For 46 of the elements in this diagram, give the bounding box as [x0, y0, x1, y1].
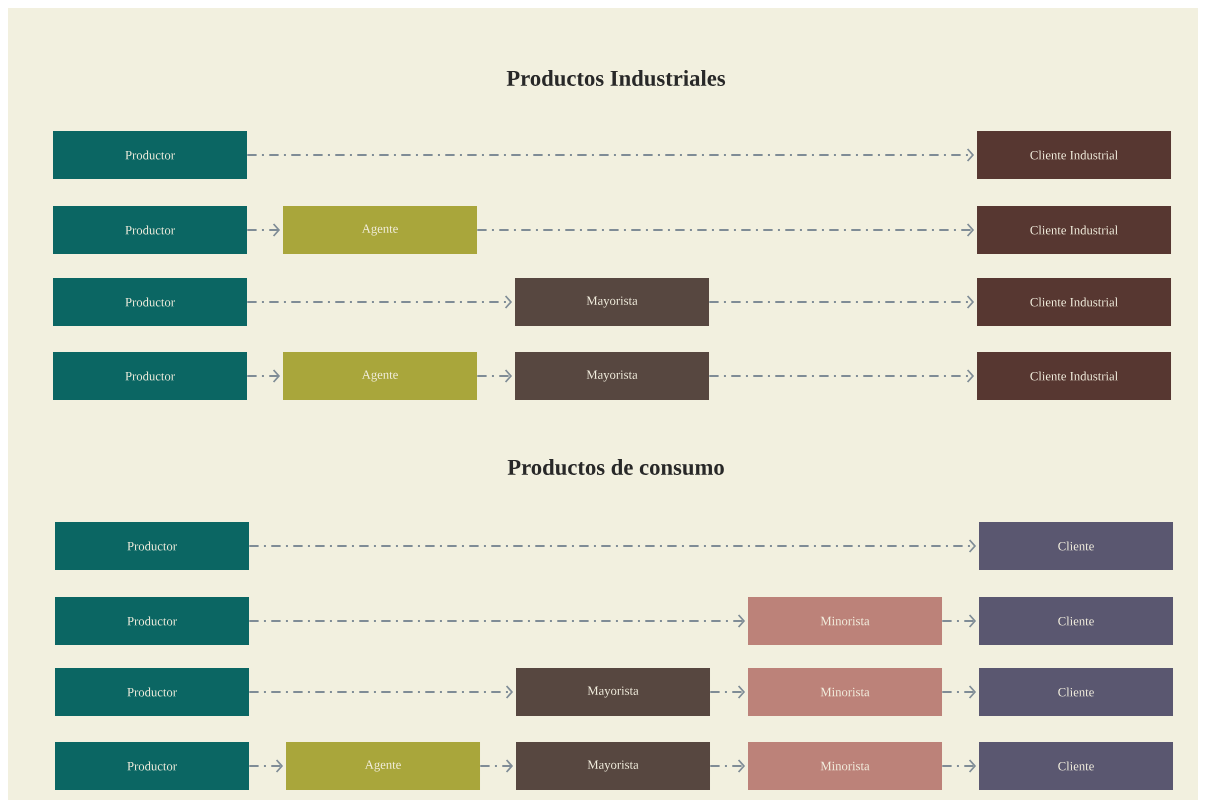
- arrow: [942, 685, 977, 699]
- channel-box: Productor: [55, 668, 249, 716]
- channel-box: Minorista: [748, 597, 942, 645]
- arrow: [249, 685, 514, 699]
- channel-box: Mayorista: [515, 278, 709, 326]
- channel-box: Productor: [55, 742, 249, 790]
- channel-box: Agente: [286, 742, 480, 790]
- arrow: [249, 759, 284, 773]
- arrow: [477, 223, 975, 237]
- channel-box: Minorista: [748, 668, 942, 716]
- channel-box: Productor: [53, 131, 247, 179]
- channel-box: Minorista: [748, 742, 942, 790]
- channel-box: Cliente Industrial: [977, 206, 1171, 254]
- arrow: [709, 369, 975, 383]
- channel-box: Mayorista: [516, 668, 710, 716]
- arrow: [477, 369, 513, 383]
- channel-box: Cliente: [979, 668, 1173, 716]
- channel-box: Mayorista: [516, 742, 710, 790]
- channel-box: Cliente Industrial: [977, 352, 1171, 400]
- channel-box: Productor: [55, 597, 249, 645]
- arrow: [710, 685, 746, 699]
- channel-box: Productor: [53, 206, 247, 254]
- channel-box: Mayorista: [515, 352, 709, 400]
- channel-box: Productor: [53, 352, 247, 400]
- arrow: [247, 369, 281, 383]
- arrow: [249, 614, 746, 628]
- channel-box: Agente: [283, 206, 477, 254]
- arrow: [247, 148, 975, 162]
- channel-box: Agente: [283, 352, 477, 400]
- arrow: [480, 759, 514, 773]
- channel-box: Cliente: [979, 597, 1173, 645]
- arrow: [247, 295, 513, 309]
- section-heading: Productos de consumo: [507, 459, 724, 475]
- arrow: [710, 759, 746, 773]
- channel-box: Cliente: [979, 742, 1173, 790]
- channel-box: Cliente: [979, 522, 1173, 570]
- arrow: [942, 614, 977, 628]
- channel-box: Cliente Industrial: [977, 278, 1171, 326]
- arrow: [247, 223, 281, 237]
- channel-box: Productor: [53, 278, 247, 326]
- channel-box: Cliente Industrial: [977, 131, 1171, 179]
- arrow: [942, 759, 977, 773]
- title: Productos Industriales: [506, 70, 726, 86]
- channel-box: Productor: [55, 522, 249, 570]
- arrow: [249, 539, 977, 553]
- arrow: [709, 295, 975, 309]
